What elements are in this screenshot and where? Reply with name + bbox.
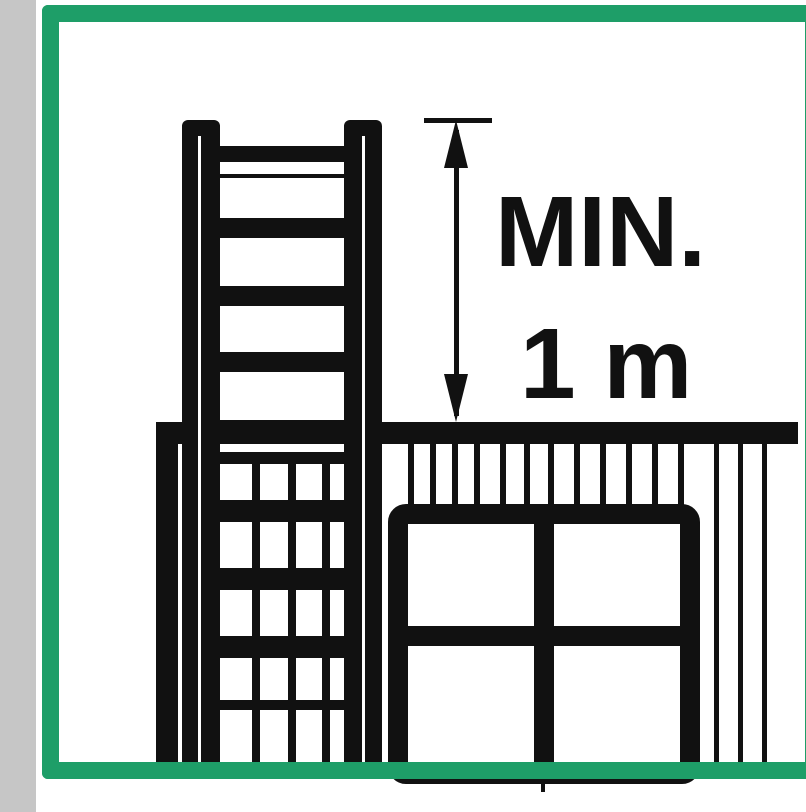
dimension-shaft: [454, 130, 459, 416]
dimension-top-line: [424, 118, 492, 123]
ladder-rungs-upper: [220, 146, 344, 444]
window-transom: [398, 626, 690, 646]
platform-left-post: [156, 422, 178, 762]
bottom-tick-mark: [541, 784, 545, 792]
balusters: [408, 444, 767, 762]
arrow-down-head: [444, 374, 468, 422]
arrow-up-head: [444, 120, 468, 168]
ladder: [182, 120, 382, 770]
dimension-arrow: [424, 118, 492, 422]
ladder-rungs-lower: [220, 452, 344, 770]
distance-label: 1 m: [520, 308, 692, 420]
min-label: MIN.: [495, 176, 706, 288]
